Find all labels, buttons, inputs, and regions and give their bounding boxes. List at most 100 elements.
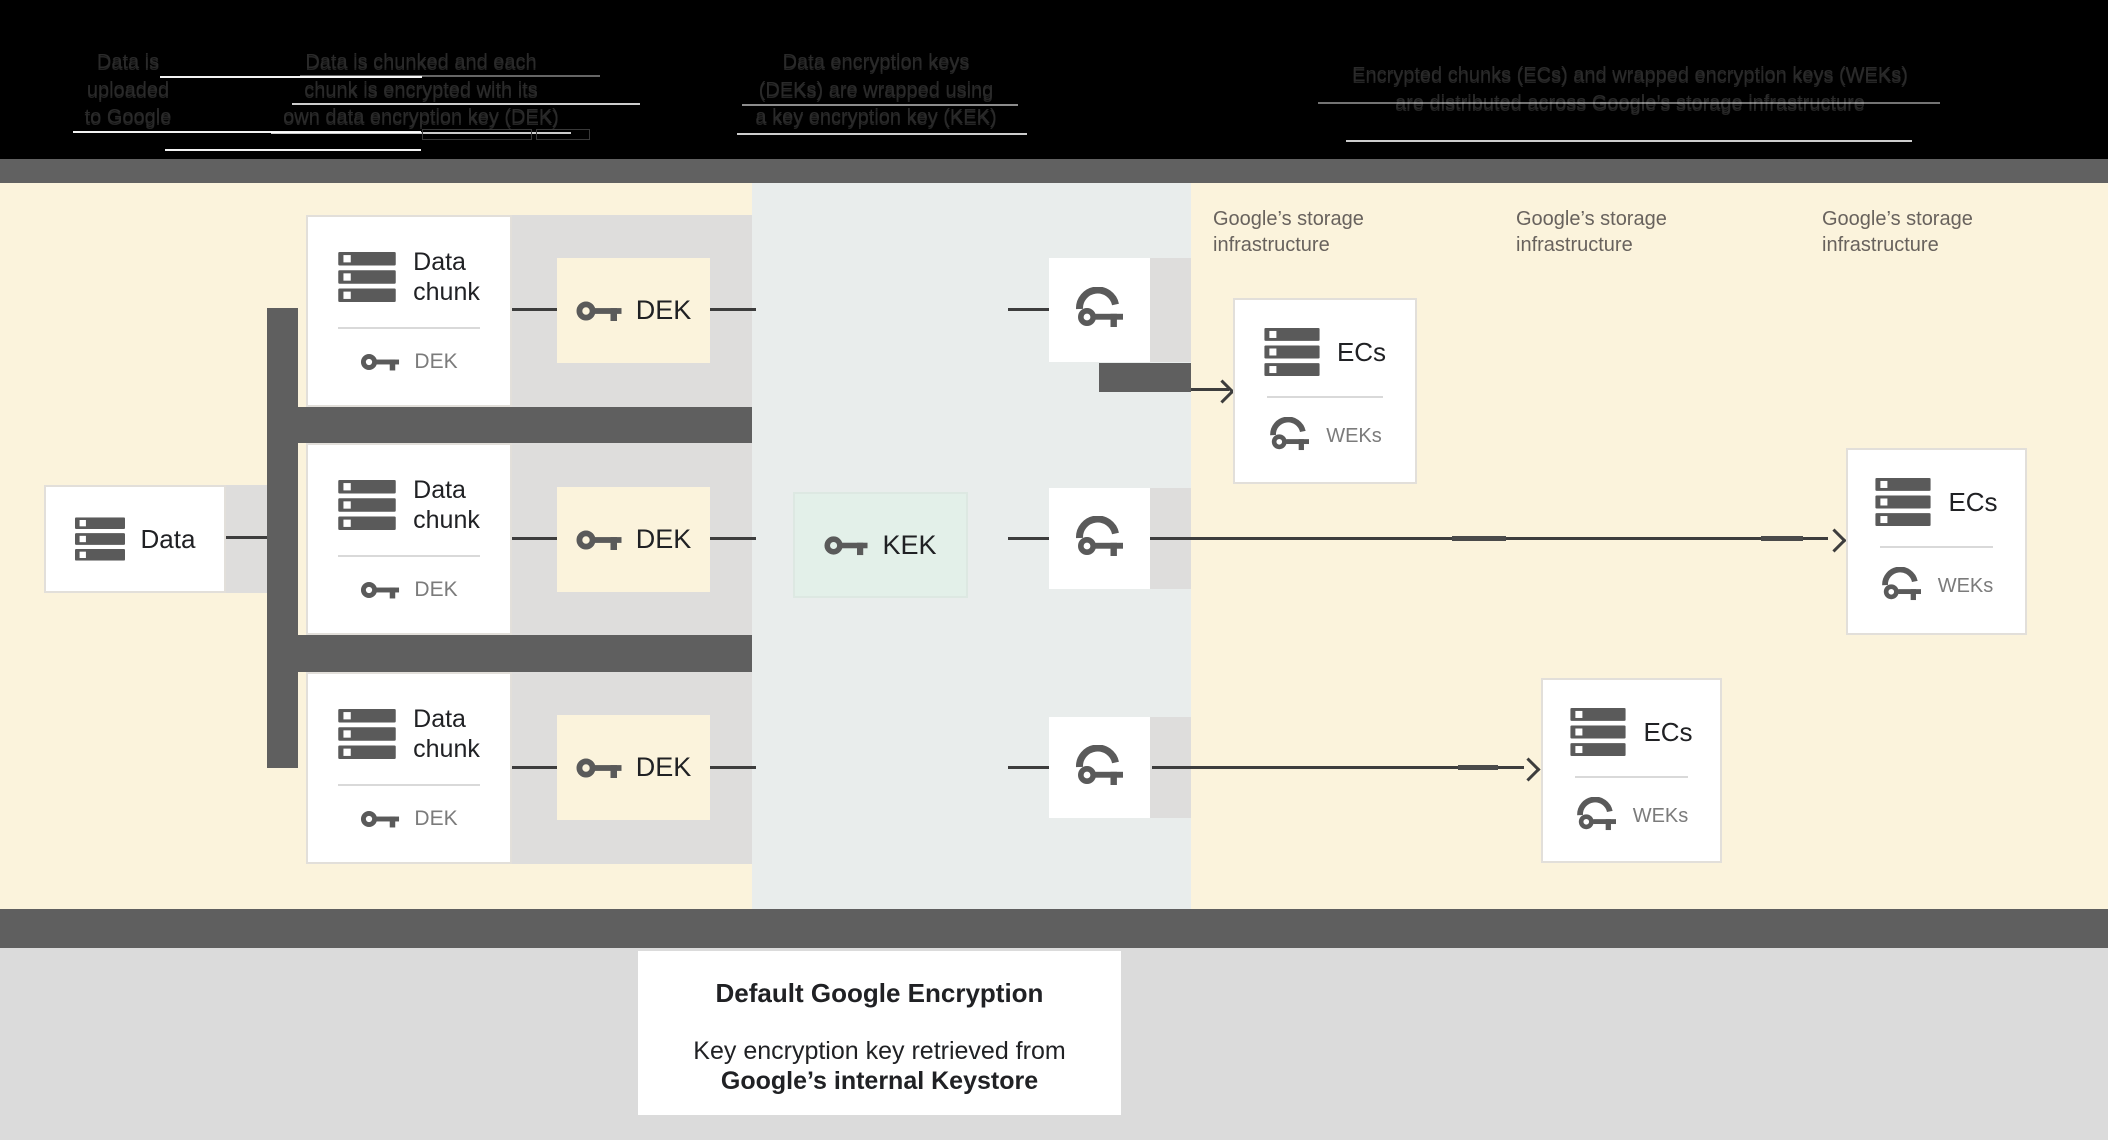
header-step-1-line: uploaded [86,78,170,101]
artifact-line [292,103,640,105]
ecs-weks-label: WEKs [1326,424,1382,447]
dek-box-1: DEK [557,258,710,363]
caption-body: Key encryption key retrieved from Google… [638,1036,1121,1096]
storage-label-line: infrastructure [1822,234,1939,256]
server-icon [1570,708,1626,756]
header-step-4: Encrypted chunks (ECs) and wrapped encry… [1279,62,1981,117]
chunk-dek-label: DEK [414,578,458,601]
connector-chunk1-dek1 [512,308,557,311]
header-step-1-line: Data is [96,51,160,73]
wrapped-key-icon [1074,287,1126,333]
header-divider-bar [0,159,2108,183]
storage-label-line: Google’s storage [1213,208,1364,230]
arrow-key3-ecs3-segment [1458,765,1498,770]
connector-chunk3-dek3 [512,766,557,769]
key-icon [824,533,868,558]
elbow-connector-bar [1099,363,1191,392]
dek-box-label: DEK [635,752,692,782]
artifact-line [165,149,421,151]
connector-data-branch [226,536,267,539]
ecs-box-2: ECs WEKs [1846,448,2027,635]
header-step-1-line: to Google [84,106,172,128]
chunk-dek-label: DEK [414,807,458,830]
header-step-2: Data is chunked and each chunk is encryp… [240,49,602,132]
artifact-line [160,76,422,78]
wrapped-key-icon [1880,567,1924,605]
wrapped-key-box-1 [1049,258,1150,362]
ecs-title: ECs [1336,336,1387,367]
header-step-2-line: chunk is encrypted with its [304,78,538,101]
divider [338,327,480,329]
header-step-1: Data is uploaded to Google [28,49,228,132]
connector-chunk2-dek2 [512,537,557,540]
branch-vertical-bar [267,308,298,768]
key-icon [360,808,400,830]
header-step-2-line: Data is chunked and each [305,51,537,73]
caption-box: Default Google Encryption Key encryption… [638,951,1121,1115]
ecs-title: ECs [1948,486,1998,517]
server-icon [338,252,396,302]
header-step-4-line: Encrypted chunks (ECs) and wrapped encry… [1352,64,1908,86]
dek-box-label: DEK [635,524,692,554]
arrow-key3-ecs3 [1152,766,1524,769]
connector-kek-key2 [1008,537,1049,540]
header-band: Data is uploaded to Google Data is chunk… [0,0,2108,159]
key-icon [360,579,400,601]
key-icon [576,527,622,553]
connector-key1-in [1008,308,1049,311]
key-icon [360,351,400,373]
artifact-line [271,132,571,134]
ecs-weks-label: WEKs [1937,574,1994,597]
divider [1575,776,1688,778]
kek-box: KEK [793,492,968,598]
artifact-line [1318,102,1940,104]
bottom-divider-bar [0,909,2108,948]
arrow-key2-ecs2-segment [1761,536,1803,541]
arrow-key1-ecs1 [1191,388,1229,391]
server-icon [338,480,396,530]
connector-dek2-out [710,537,756,540]
header-step-3-line: Data encryption keys [782,51,970,73]
header-step-4-line: are distributed across Google’s storage … [1395,91,1865,114]
header-step-3: Data encryption keys (DEKs) are wrapped … [695,49,1057,132]
header-step-2-line: own data encryption key (DEK) [283,106,559,128]
ecs-title: ECs [1643,716,1693,747]
key-icon [576,755,622,781]
data-box-label: Data [140,523,196,554]
ecs-weks-label: WEKs [1632,804,1689,827]
arrow-key2-ecs2-segment [1452,536,1506,541]
server-icon [75,517,125,561]
storage-label-line: Google’s storage [1822,208,1973,230]
connector-dek3-out [710,766,756,769]
connector-dek1-out [710,308,756,311]
wrapped-key-icon [1268,417,1312,455]
wrapped-key-icon [1575,797,1619,835]
artifact-line [742,104,1018,106]
dek-box-2: DEK [557,487,710,592]
connector-key3-in [1008,766,1049,769]
divider [1880,546,1993,548]
kek-box-label: KEK [882,529,937,560]
band-key-1 [1150,258,1191,362]
storage-label-line: Google’s storage [1516,208,1667,230]
artifact-line [73,131,421,133]
artifact-box [536,129,590,140]
artifact-line [1346,140,1912,142]
wrapped-key-box-2 [1049,488,1150,589]
artifact-box [422,129,532,140]
ecs-box-3: ECs WEKs [1541,678,1722,863]
server-icon [1264,328,1320,376]
storage-label-line: infrastructure [1516,234,1633,256]
header-step-3-line: a key encryption key (KEK) [755,106,997,128]
branch-gap-bar-1 [267,407,752,443]
caption-title: Default Google Encryption [715,978,1044,1008]
artifact-line [737,133,1027,135]
header-step-3-line: (DEKs) are wrapped using [758,78,994,101]
storage-label-3: Google’s storage infrastructure [1822,206,1973,258]
